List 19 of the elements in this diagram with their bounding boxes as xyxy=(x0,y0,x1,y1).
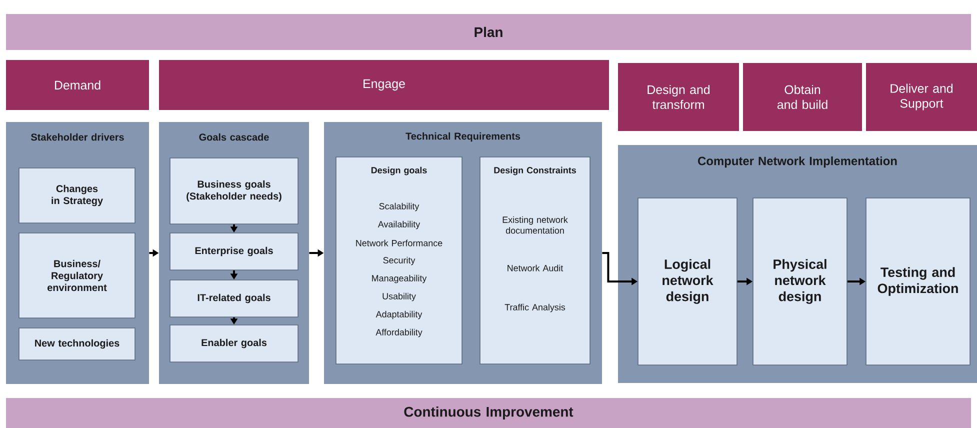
stage-header: Obtain and build xyxy=(743,63,862,131)
process-box: Testing and Optimization xyxy=(866,198,970,366)
process-box: Business goals (Stakeholder needs) xyxy=(170,158,298,224)
stage-header: Design and transform xyxy=(618,63,739,131)
stage-header: Engage xyxy=(159,60,609,110)
phase-band: Plan xyxy=(6,14,972,50)
stage-header: Deliver and Support xyxy=(866,63,977,131)
phase-band: Continuous Improvement xyxy=(6,398,972,428)
stage-header: Demand xyxy=(6,60,149,110)
process-box: Logical network design xyxy=(638,198,738,366)
process-box: Enabler goals xyxy=(170,324,298,362)
process-box: New technologies xyxy=(18,328,136,360)
process-box: Business/ Regulatory environment xyxy=(18,232,136,318)
process-box: IT-related goals xyxy=(170,280,298,318)
list-box: Design Constraints Existing network documentation Network Audit Traffic Analysis xyxy=(480,156,590,364)
process-box: Enterprise goals xyxy=(170,232,298,270)
list-box: Design goals Scalability Availability Network Performance Security Manageability Usability Adaptability Affordability xyxy=(336,156,462,364)
process-box: Changes in Strategy xyxy=(18,168,136,224)
process-box: Physical network design xyxy=(752,198,848,366)
